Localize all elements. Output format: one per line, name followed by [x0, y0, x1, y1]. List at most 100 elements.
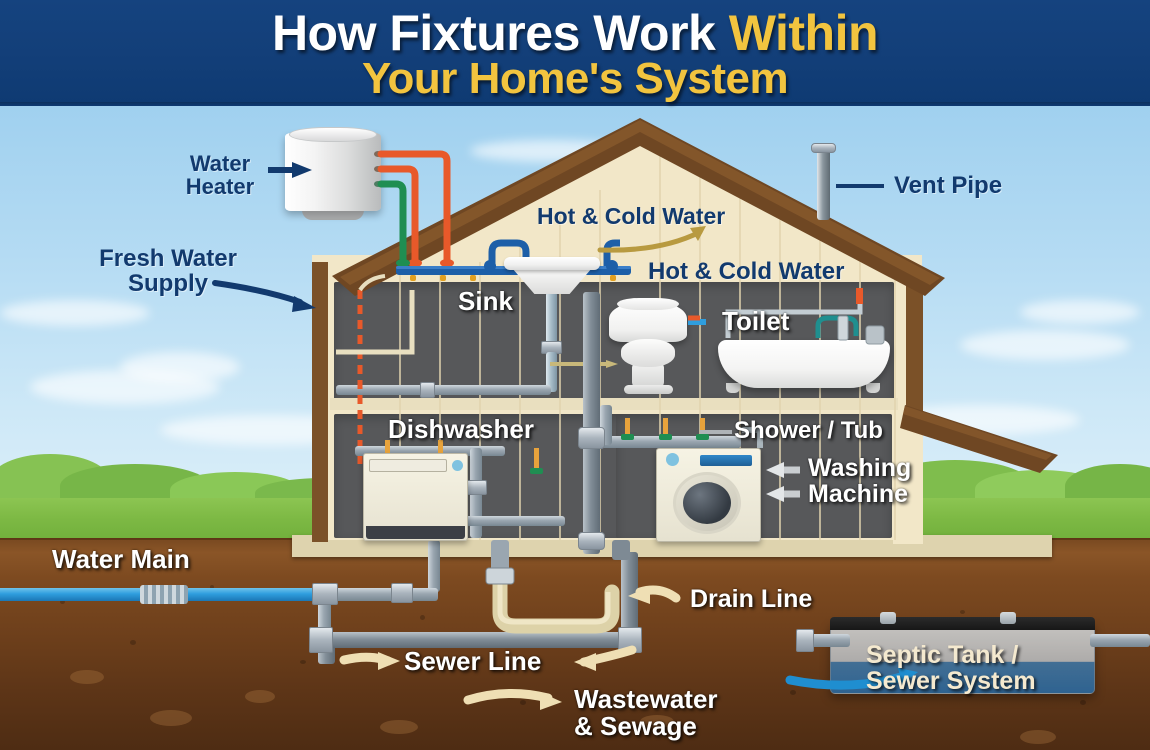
soil-pebble [150, 710, 192, 726]
soil-speck [60, 600, 65, 604]
supply-riser-to-house [428, 540, 440, 592]
cloud [1020, 300, 1140, 324]
label-water-heater-line2: Heater [185, 174, 255, 200]
vent-pipe-cap [811, 143, 836, 153]
upper-floor-divider [330, 398, 898, 410]
soil-speck [960, 610, 965, 614]
title-line-2: Your Home's System [361, 54, 789, 103]
label-septic-tank: Septic Tank / Sewer System [866, 642, 1036, 695]
label-hot-cold-water-upper: Hot & Cold Water [537, 203, 726, 229]
label-dishwasher: Dishwasher [388, 414, 534, 444]
label-sink: Sink [458, 286, 513, 316]
main-shutoff-coupling [312, 583, 338, 605]
sewer-vertical-drop [621, 552, 638, 634]
main-coupling [391, 583, 413, 603]
dishwasher-supply-run [355, 446, 505, 456]
dw-coupling [465, 480, 487, 495]
water-heater-top [289, 127, 377, 142]
lower-horizontal-run [385, 516, 565, 526]
label-water-heater-line1: Water [189, 151, 251, 176]
soil-speck [210, 585, 214, 589]
label-toilet: Toilet [722, 306, 790, 336]
water-heater-port [374, 181, 382, 187]
dishwasher-control-panel [369, 459, 447, 472]
label-wastewater-line1: Wastewater [574, 684, 718, 714]
soil-speck [130, 640, 136, 645]
label-water-heater: Water Heater [160, 152, 280, 198]
corner-stud-left [312, 262, 328, 542]
water-heater-port [374, 166, 382, 172]
sewer-coupling-right [618, 627, 642, 653]
cloud [960, 330, 1130, 360]
label-sewer-line: Sewer Line [404, 646, 542, 676]
cloud [0, 300, 150, 326]
soil-pebble [70, 670, 104, 684]
label-fresh-water-supply-line1: Fresh Water [99, 245, 237, 272]
label-shower-tub: Shower / Tub [734, 417, 883, 444]
sink-tailpiece [546, 292, 557, 344]
label-septic-tank-line1: Septic Tank / [866, 641, 1019, 669]
water-main-meter-band [140, 585, 188, 604]
label-vent-pipe: Vent Pipe [894, 172, 1003, 199]
septic-tank-lid [830, 617, 1095, 630]
upper-drain-horizontal [336, 385, 551, 395]
label-septic-tank-line2: Sewer System [866, 667, 1036, 696]
water-heater-body [285, 133, 381, 211]
drain-coupling [420, 382, 435, 398]
soil-speck [700, 590, 705, 594]
soil-speck [520, 700, 526, 705]
label-wastewater-line2: & Sewage [574, 711, 697, 742]
septic-outlet-pipe [1090, 634, 1150, 647]
bathtub [718, 340, 890, 388]
septic-access-port [1000, 612, 1016, 624]
label-fresh-water-supply-line2: Supply [127, 270, 208, 298]
soil-pebble [245, 690, 275, 703]
label-drain-line: Drain Line [690, 585, 813, 613]
title-part-gold: Within [728, 5, 879, 61]
soil-pebble [1020, 730, 1056, 744]
branch-to-washer [601, 436, 741, 448]
vent-pipe-stack [817, 148, 830, 220]
cloud [120, 352, 240, 382]
washer-display [700, 455, 752, 466]
toilet-base [624, 385, 673, 394]
dishwasher-base [366, 526, 465, 539]
label-washing-machine: Washing Machine [808, 455, 911, 508]
septic-access-port [880, 612, 896, 624]
soil-speck [790, 690, 796, 695]
sewer-line-pipe [315, 632, 640, 648]
main-waste-stack [583, 292, 600, 554]
cloud [470, 140, 630, 162]
stack-coupling [578, 427, 605, 449]
soil-speck [300, 660, 306, 664]
title-banner: How Fixtures Work Within Your Home's Sys… [0, 0, 1150, 106]
foundation-slab [292, 535, 1052, 557]
dishwasher-dial [452, 460, 463, 471]
label-washing-machine-line1: Washing [808, 454, 912, 482]
sink-drain-down [546, 352, 557, 392]
soil-pebble [640, 715, 674, 728]
bathtub-foot [866, 383, 880, 393]
soil-pebble [380, 720, 418, 734]
bathtub-foot [726, 383, 740, 393]
sink-rim [504, 257, 600, 270]
title-line-1: How Fixtures Work Within [0, 4, 1150, 62]
septic-inlet-coupling [796, 629, 814, 652]
soil-speck [420, 615, 425, 620]
label-washing-machine-line2: Machine [808, 480, 909, 509]
label-wastewater-sewage: Wastewater & Sewage [574, 684, 718, 742]
label-hot-cold-water-lower: Hot & Cold Water [648, 258, 845, 285]
corner-stud-right-upper [906, 268, 923, 416]
sewer-coupling-left [309, 627, 333, 653]
main-riser-down [318, 598, 331, 636]
washer-dial [666, 453, 679, 466]
washer-drum-window [683, 482, 731, 524]
soil-speck [1080, 700, 1086, 705]
label-water-main: Water Main [52, 544, 190, 574]
toilet-bowl [621, 339, 675, 367]
label-fresh-water-supply: Fresh Water Supply [48, 245, 288, 298]
title-part-white: How Fixtures Work [271, 5, 729, 61]
stack-coupling-low [578, 532, 605, 550]
toilet-tank-lid [617, 298, 679, 310]
